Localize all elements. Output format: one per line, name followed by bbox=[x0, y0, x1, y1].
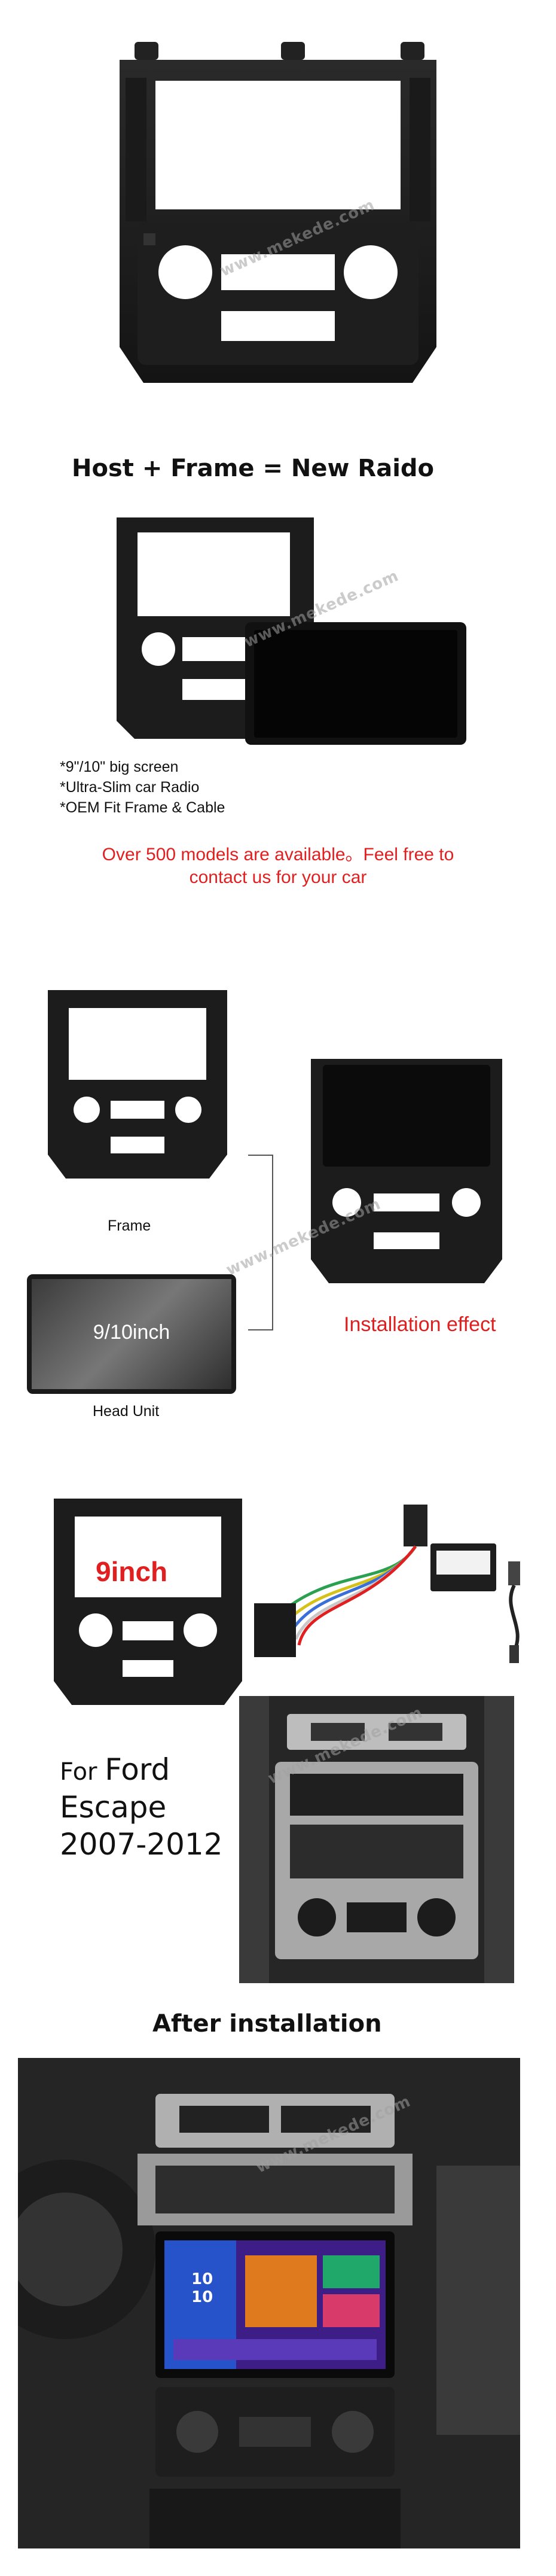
feature-item-oem: *OEM Fit Frame & Cable bbox=[60, 799, 225, 816]
installation-effect-photo bbox=[305, 1053, 508, 1289]
after-installation-photo: 10 10 bbox=[18, 2058, 520, 2548]
section-heading-host-frame: Host + Frame = New Raido bbox=[72, 455, 435, 482]
car-make: Ford bbox=[105, 1752, 170, 1787]
promo-line-1: Over 500 models are available。Feel free … bbox=[102, 845, 454, 864]
head-unit-screen: 9/10inch bbox=[27, 1274, 236, 1394]
grouping-bracket bbox=[248, 1155, 273, 1330]
vehicle-fitment-text: For Ford Escape 2007-2012 bbox=[60, 1753, 223, 1863]
feature-item-screen: *9"/10" big screen bbox=[60, 759, 179, 775]
head-unit-label: Head Unit bbox=[93, 1403, 160, 1420]
for-label: For bbox=[60, 1758, 97, 1786]
frame-label: Frame bbox=[108, 1217, 151, 1234]
radio-time-display: 10 10 bbox=[191, 2270, 213, 2306]
head-unit-screen-text: 9/10inch bbox=[93, 1321, 170, 1344]
model-years: 2007-2012 bbox=[60, 1827, 223, 1862]
promo-text: Over 500 models are available。Feel free … bbox=[36, 844, 520, 889]
antenna-adapter-photo bbox=[496, 1561, 532, 1663]
promo-line-2: contact us for your car bbox=[189, 867, 367, 887]
wiring-harness-photo bbox=[242, 1496, 433, 1675]
frame-small-photo bbox=[42, 981, 233, 1185]
radio-time-minutes: 10 bbox=[191, 2288, 213, 2306]
size-label-9inch: 9inch bbox=[96, 1556, 168, 1587]
original-dashboard-photo bbox=[239, 1696, 514, 1983]
installation-effect-label: Installation effect bbox=[344, 1313, 496, 1336]
frame-9inch-photo bbox=[48, 1490, 248, 1711]
radio-time-hours: 10 bbox=[191, 2270, 213, 2288]
feature-list: *9"/10" big screen *Ultra-Slim car Radio… bbox=[60, 757, 225, 818]
frame-with-host-photo bbox=[111, 506, 469, 745]
canbus-box-photo bbox=[430, 1543, 496, 1591]
frame-product-photo bbox=[102, 36, 454, 395]
feature-item-slim: *Ultra-Slim car Radio bbox=[60, 779, 200, 796]
car-model: Escape bbox=[60, 1790, 167, 1825]
section-heading-after-installation: After installation bbox=[152, 2010, 382, 2038]
